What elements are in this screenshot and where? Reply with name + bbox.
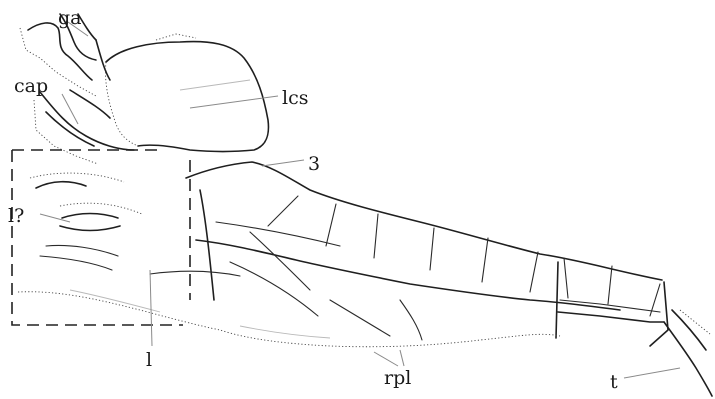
trunk-segments <box>186 162 668 346</box>
label-t: t <box>610 371 618 393</box>
label-l: l <box>146 349 152 371</box>
rpl-structures <box>18 232 560 347</box>
label-3: 3 <box>308 153 320 175</box>
lcs-plate <box>105 34 268 152</box>
label-l-query: l? <box>8 205 24 227</box>
label-ga: ga <box>58 7 82 29</box>
cap-structure <box>34 90 134 164</box>
leader-lines <box>40 22 680 378</box>
label-cap: cap <box>14 75 48 97</box>
label-rpl: rpl <box>384 367 411 389</box>
label-lcs: lcs <box>282 87 308 109</box>
l-query-structures <box>30 173 142 270</box>
t-structure <box>664 310 712 396</box>
